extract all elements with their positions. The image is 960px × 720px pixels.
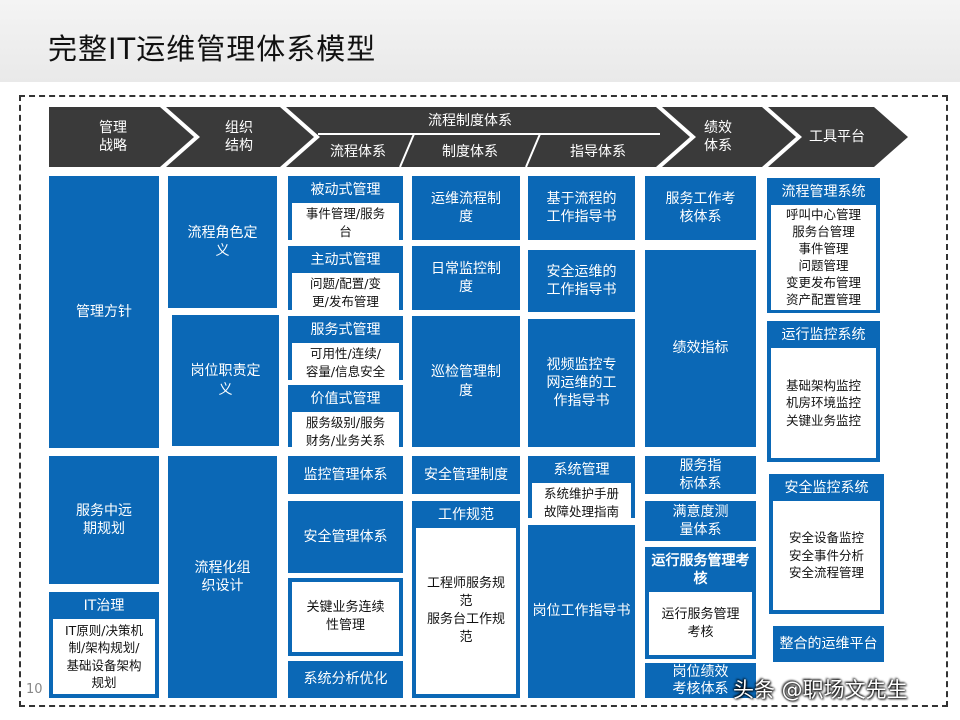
chevron-process-system	[286, 107, 690, 167]
ops-monitor-system-box: 运行监控系统 基础架构监控 机房环境监控 关键业务监控	[767, 321, 880, 462]
monitor-management-box: 监控管理体系	[288, 456, 403, 494]
system-management-title: 系统管理	[553, 462, 610, 478]
service-management-body: 可用性/连续/ 容量/信息安全	[292, 343, 399, 383]
security-monitor-system-box: 安全监控系统 安全设备监控 安全事件分析 安全流程管理	[769, 474, 884, 614]
org-design-box: 流程化组 织设计	[168, 456, 277, 698]
value-management-body: 服务级别/服务 财务/业务关系	[292, 412, 399, 452]
page-title: 完整IT运维管理体系模型	[48, 32, 377, 66]
chevron-organization	[166, 107, 314, 167]
it-governance-body: IT原则/决策机 制/架构规划/ 基础设备架构 规划	[53, 619, 155, 694]
service-management-box: 服务式管理 可用性/连续/ 容量/信息安全	[288, 316, 403, 383]
active-management-title: 主动式管理	[310, 252, 381, 268]
satisfaction-box: 满意度测 量体系	[645, 501, 756, 541]
header-process-label: 流程体系	[330, 143, 386, 160]
value-management-title: 价值式管理	[310, 391, 381, 407]
daily-monitor-rules-box: 日常监控制 度	[412, 246, 520, 310]
header-tools-label: 工具平台	[809, 128, 865, 145]
title-bar	[0, 0, 960, 82]
service-management-title: 服务式管理	[310, 322, 381, 338]
header-strategy-label: 管理 战略	[99, 119, 127, 154]
service-planning-box: 服务中远 期规划	[49, 456, 159, 584]
ops-monitor-system-title: 运行监控系统	[781, 327, 866, 343]
video-monitor-guide-box: 视频监控专 网运维的工 作指导书	[528, 319, 635, 447]
active-management-body: 问题/配置/变 更/发布管理	[292, 273, 399, 313]
process-role-definition-box: 流程角色定 义	[168, 176, 277, 308]
chevron-strategy	[49, 107, 194, 167]
process-management-system-body: 呼叫中心管理 服务台管理 事件管理 问题管理 变更发布管理 资产配置管理	[771, 205, 876, 311]
security-rules-box: 安全管理制度	[412, 456, 520, 494]
header-process-system-label: 流程制度体系	[428, 112, 512, 129]
ops-evaluation-box: 运行服务管理考 核 运行服务管理 考核	[645, 547, 756, 659]
work-spec-title: 工作规范	[438, 507, 494, 523]
passive-management-body: 事件管理/服务 台	[292, 203, 399, 243]
header-rules-label: 制度体系	[442, 143, 498, 160]
security-monitor-system-title: 安全监控系统	[784, 480, 869, 496]
business-continuity-box: 关键业务连续 性管理	[288, 578, 403, 656]
security-guide-box: 安全运维的 工作指导书	[528, 250, 635, 312]
ops-monitor-system-body: 基础架构监控 机房环境监控 关键业务监控	[771, 348, 876, 458]
watermark: 头条 @职场文先生	[733, 678, 908, 702]
management-policy-box: 管理方针	[49, 176, 159, 448]
header-organization-label: 组织 结构	[225, 119, 253, 154]
business-continuity-body: 关键业务连续 性管理	[292, 582, 399, 652]
chevron-tools	[768, 107, 908, 167]
chevron-performance	[662, 107, 796, 167]
passive-management-box: 被动式管理 事件管理/服务 台	[288, 176, 403, 243]
it-governance-box: IT治理 IT原则/决策机 制/架构规划/ 基础设备架构 规划	[49, 592, 159, 698]
active-management-box: 主动式管理 问题/配置/变 更/发布管理	[288, 246, 403, 313]
system-analysis-box: 系统分析优化	[288, 661, 403, 698]
process-management-system-box: 流程管理系统 呼叫中心管理 服务台管理 事件管理 问题管理 变更发布管理 资产配…	[767, 178, 880, 313]
service-index-box: 服务指 标体系	[645, 456, 756, 494]
system-management-body: 系统维护手册 故障处理指南	[532, 483, 631, 523]
security-management-system-box: 安全管理体系	[288, 501, 403, 573]
value-management-box: 价值式管理 服务级别/服务 财务/业务关系	[288, 385, 403, 452]
security-monitor-system-body: 安全设备监控 安全事件分析 安全流程管理	[773, 501, 880, 610]
post-responsibility-box: 岗位职责定 义	[172, 315, 279, 446]
system-management-box: 系统管理 系统维护手册 故障处理指南	[528, 456, 635, 523]
passive-management-title: 被动式管理	[310, 182, 381, 198]
process-guide-box: 基于流程的 工作指导书	[528, 176, 635, 240]
post-performance-box: 岗位绩效 考核体系	[645, 663, 756, 698]
integrated-ops-platform-box: 整合的运维平台	[773, 626, 884, 662]
service-evaluation-box: 服务工作考 核体系	[645, 176, 756, 240]
kpi-box: 绩效指标	[645, 250, 756, 447]
ops-evaluation-title: 运行服务管理考 核	[651, 553, 750, 588]
post-work-guide-box: 岗位工作指导书	[528, 525, 635, 698]
inspection-rules-box: 巡检管理制 度	[412, 316, 520, 447]
ops-evaluation-body: 运行服务管理 考核	[649, 592, 752, 655]
work-spec-box: 工作规范 工程师服务规 范 服务台工作规 范	[412, 501, 520, 698]
work-spec-body: 工程师服务规 范 服务台工作规 范	[416, 528, 516, 694]
header-guidance-label: 指导体系	[570, 143, 626, 160]
process-management-system-title: 流程管理系统	[781, 184, 866, 200]
page-number: 10	[26, 682, 43, 697]
header-performance-label: 绩效 体系	[704, 119, 732, 154]
ops-process-rules-box: 运维流程制 度	[412, 176, 520, 240]
diagram-frame	[19, 95, 948, 707]
it-governance-title: IT治理	[83, 598, 125, 614]
